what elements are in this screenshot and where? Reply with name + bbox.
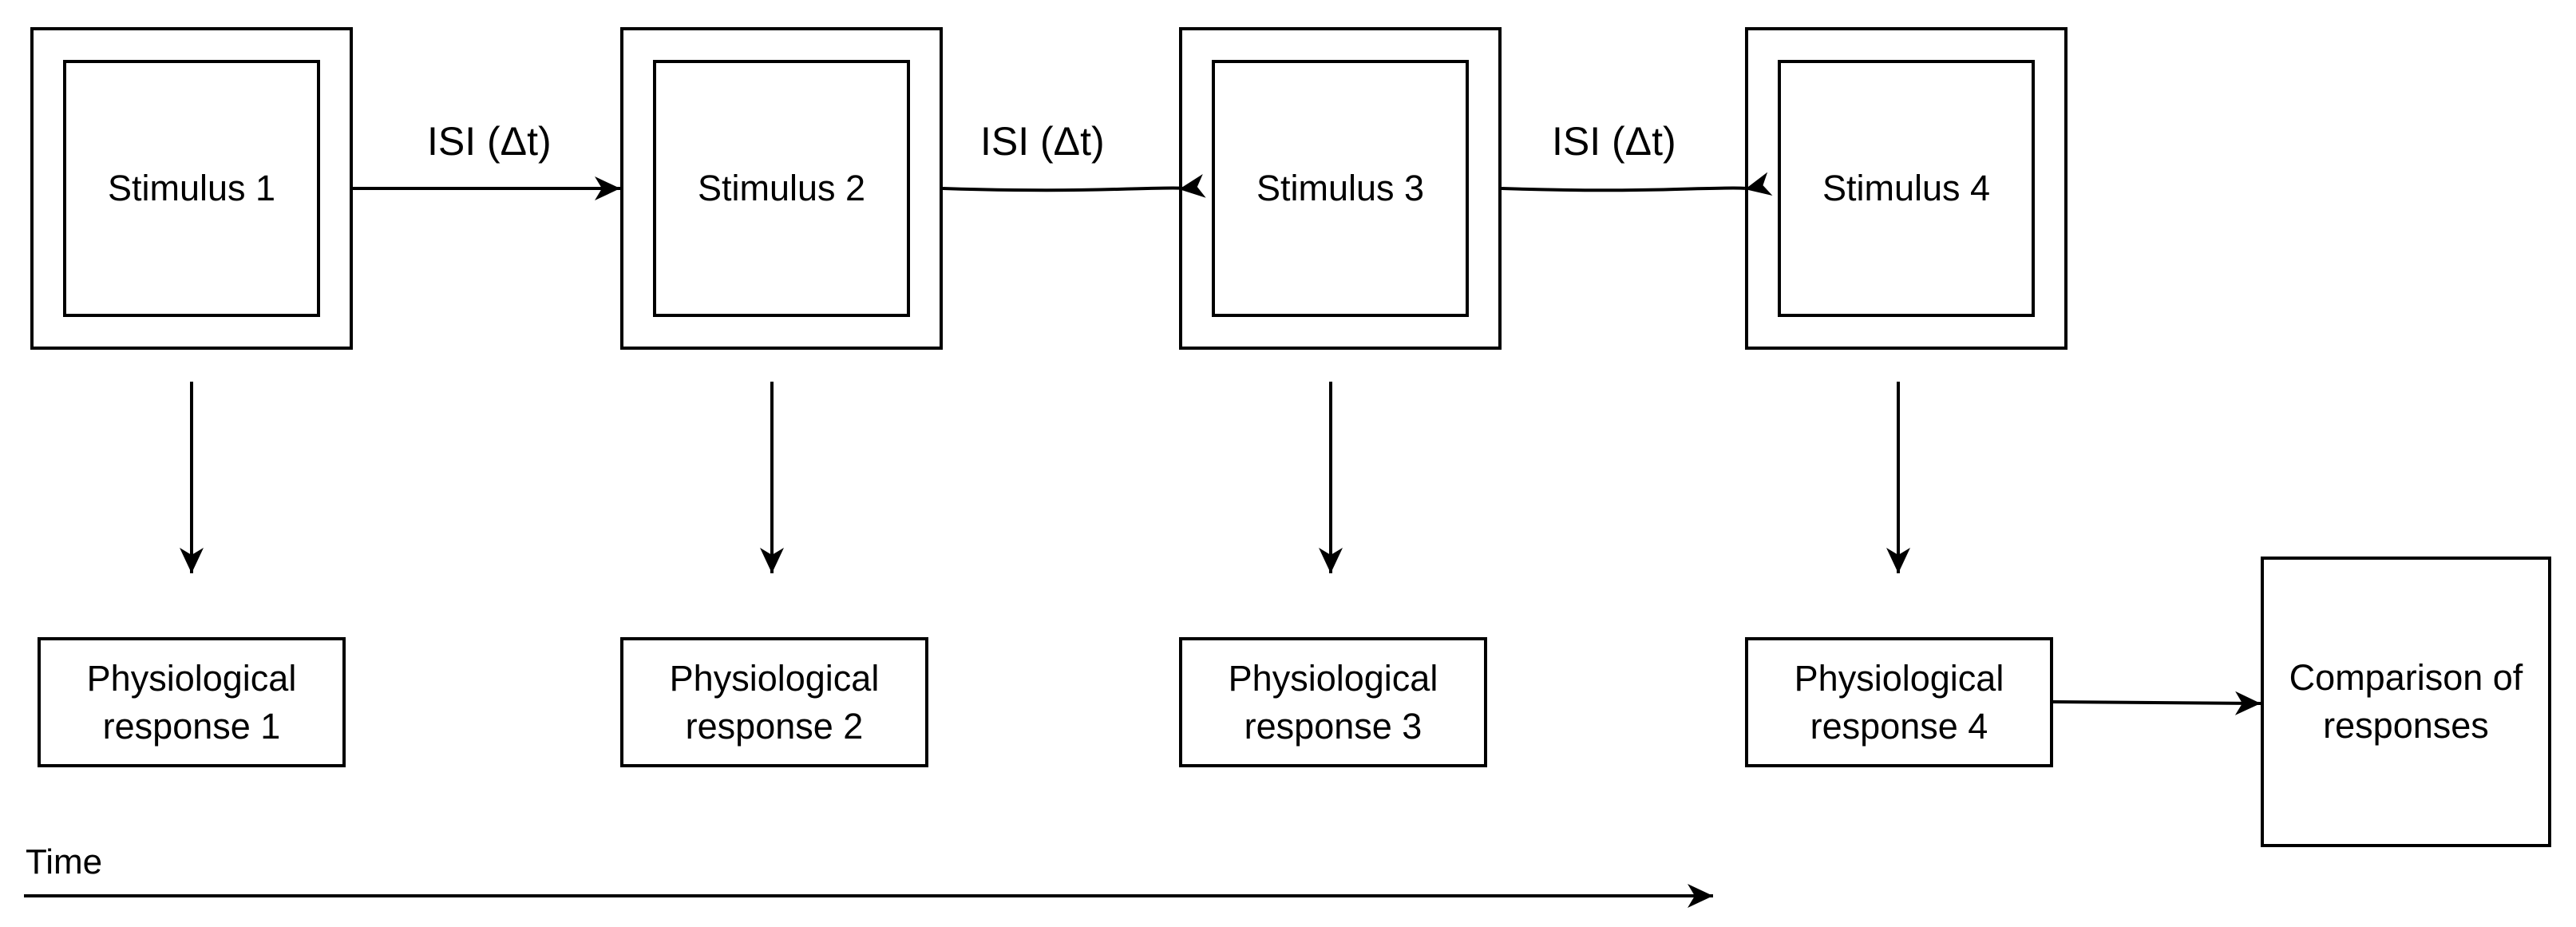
stimulus-label-1: Stimulus 1: [107, 168, 276, 208]
stimulus-inner-box-1: Stimulus 1: [63, 60, 320, 317]
isi-label-2: ISI (Δt): [980, 119, 1105, 164]
stimulus-label-2: Stimulus 2: [697, 168, 866, 208]
isi-label-3: ISI (Δt): [1552, 119, 1676, 164]
isi-arrow-2: [942, 173, 1206, 198]
response-box-3: Physiological response 3: [1179, 637, 1487, 767]
response-label-4-line2: response 4: [1810, 705, 1988, 747]
response-label-3-line1: Physiological: [1228, 657, 1438, 699]
stimulus-inner-box-3: Stimulus 3: [1212, 60, 1469, 317]
response-label-2-line2: response 2: [685, 705, 864, 747]
comparison-arrow: [2052, 691, 2261, 715]
stimulus-label-4: Stimulus 4: [1822, 168, 1991, 208]
response-label-3-line2: response 3: [1244, 705, 1423, 747]
comparison-label-line1: Comparison of: [2289, 657, 2523, 699]
response-box-4: Physiological response 4: [1745, 637, 2053, 767]
isi-arrow-3: [1501, 172, 1773, 196]
response-box-1: Physiological response 1: [38, 637, 346, 767]
time-label: Time: [26, 842, 103, 881]
stimulus-box-2: Stimulus 2: [620, 27, 943, 350]
stimulus-inner-box-2: Stimulus 2: [653, 60, 910, 317]
comparison-label-line2: responses: [2323, 705, 2489, 746]
stimulus-label-3: Stimulus 3: [1256, 168, 1425, 208]
response-label-4-line1: Physiological: [1794, 657, 2004, 699]
stimulus-box-4: Stimulus 4: [1745, 27, 2068, 350]
isi-label-1: ISI (Δt): [427, 119, 552, 164]
response-label-1-line2: response 1: [102, 705, 281, 747]
comparison-box: Comparison of responses: [2261, 557, 2551, 847]
stimulus-inner-box-4: Stimulus 4: [1778, 60, 2035, 317]
response-box-2: Physiological response 2: [620, 637, 928, 767]
stimulus-box-1: Stimulus 1: [30, 27, 353, 350]
response-label-2-line1: Physiological: [669, 657, 880, 699]
response-label-1-line1: Physiological: [86, 657, 297, 699]
stimulus-box-3: Stimulus 3: [1179, 27, 1502, 350]
